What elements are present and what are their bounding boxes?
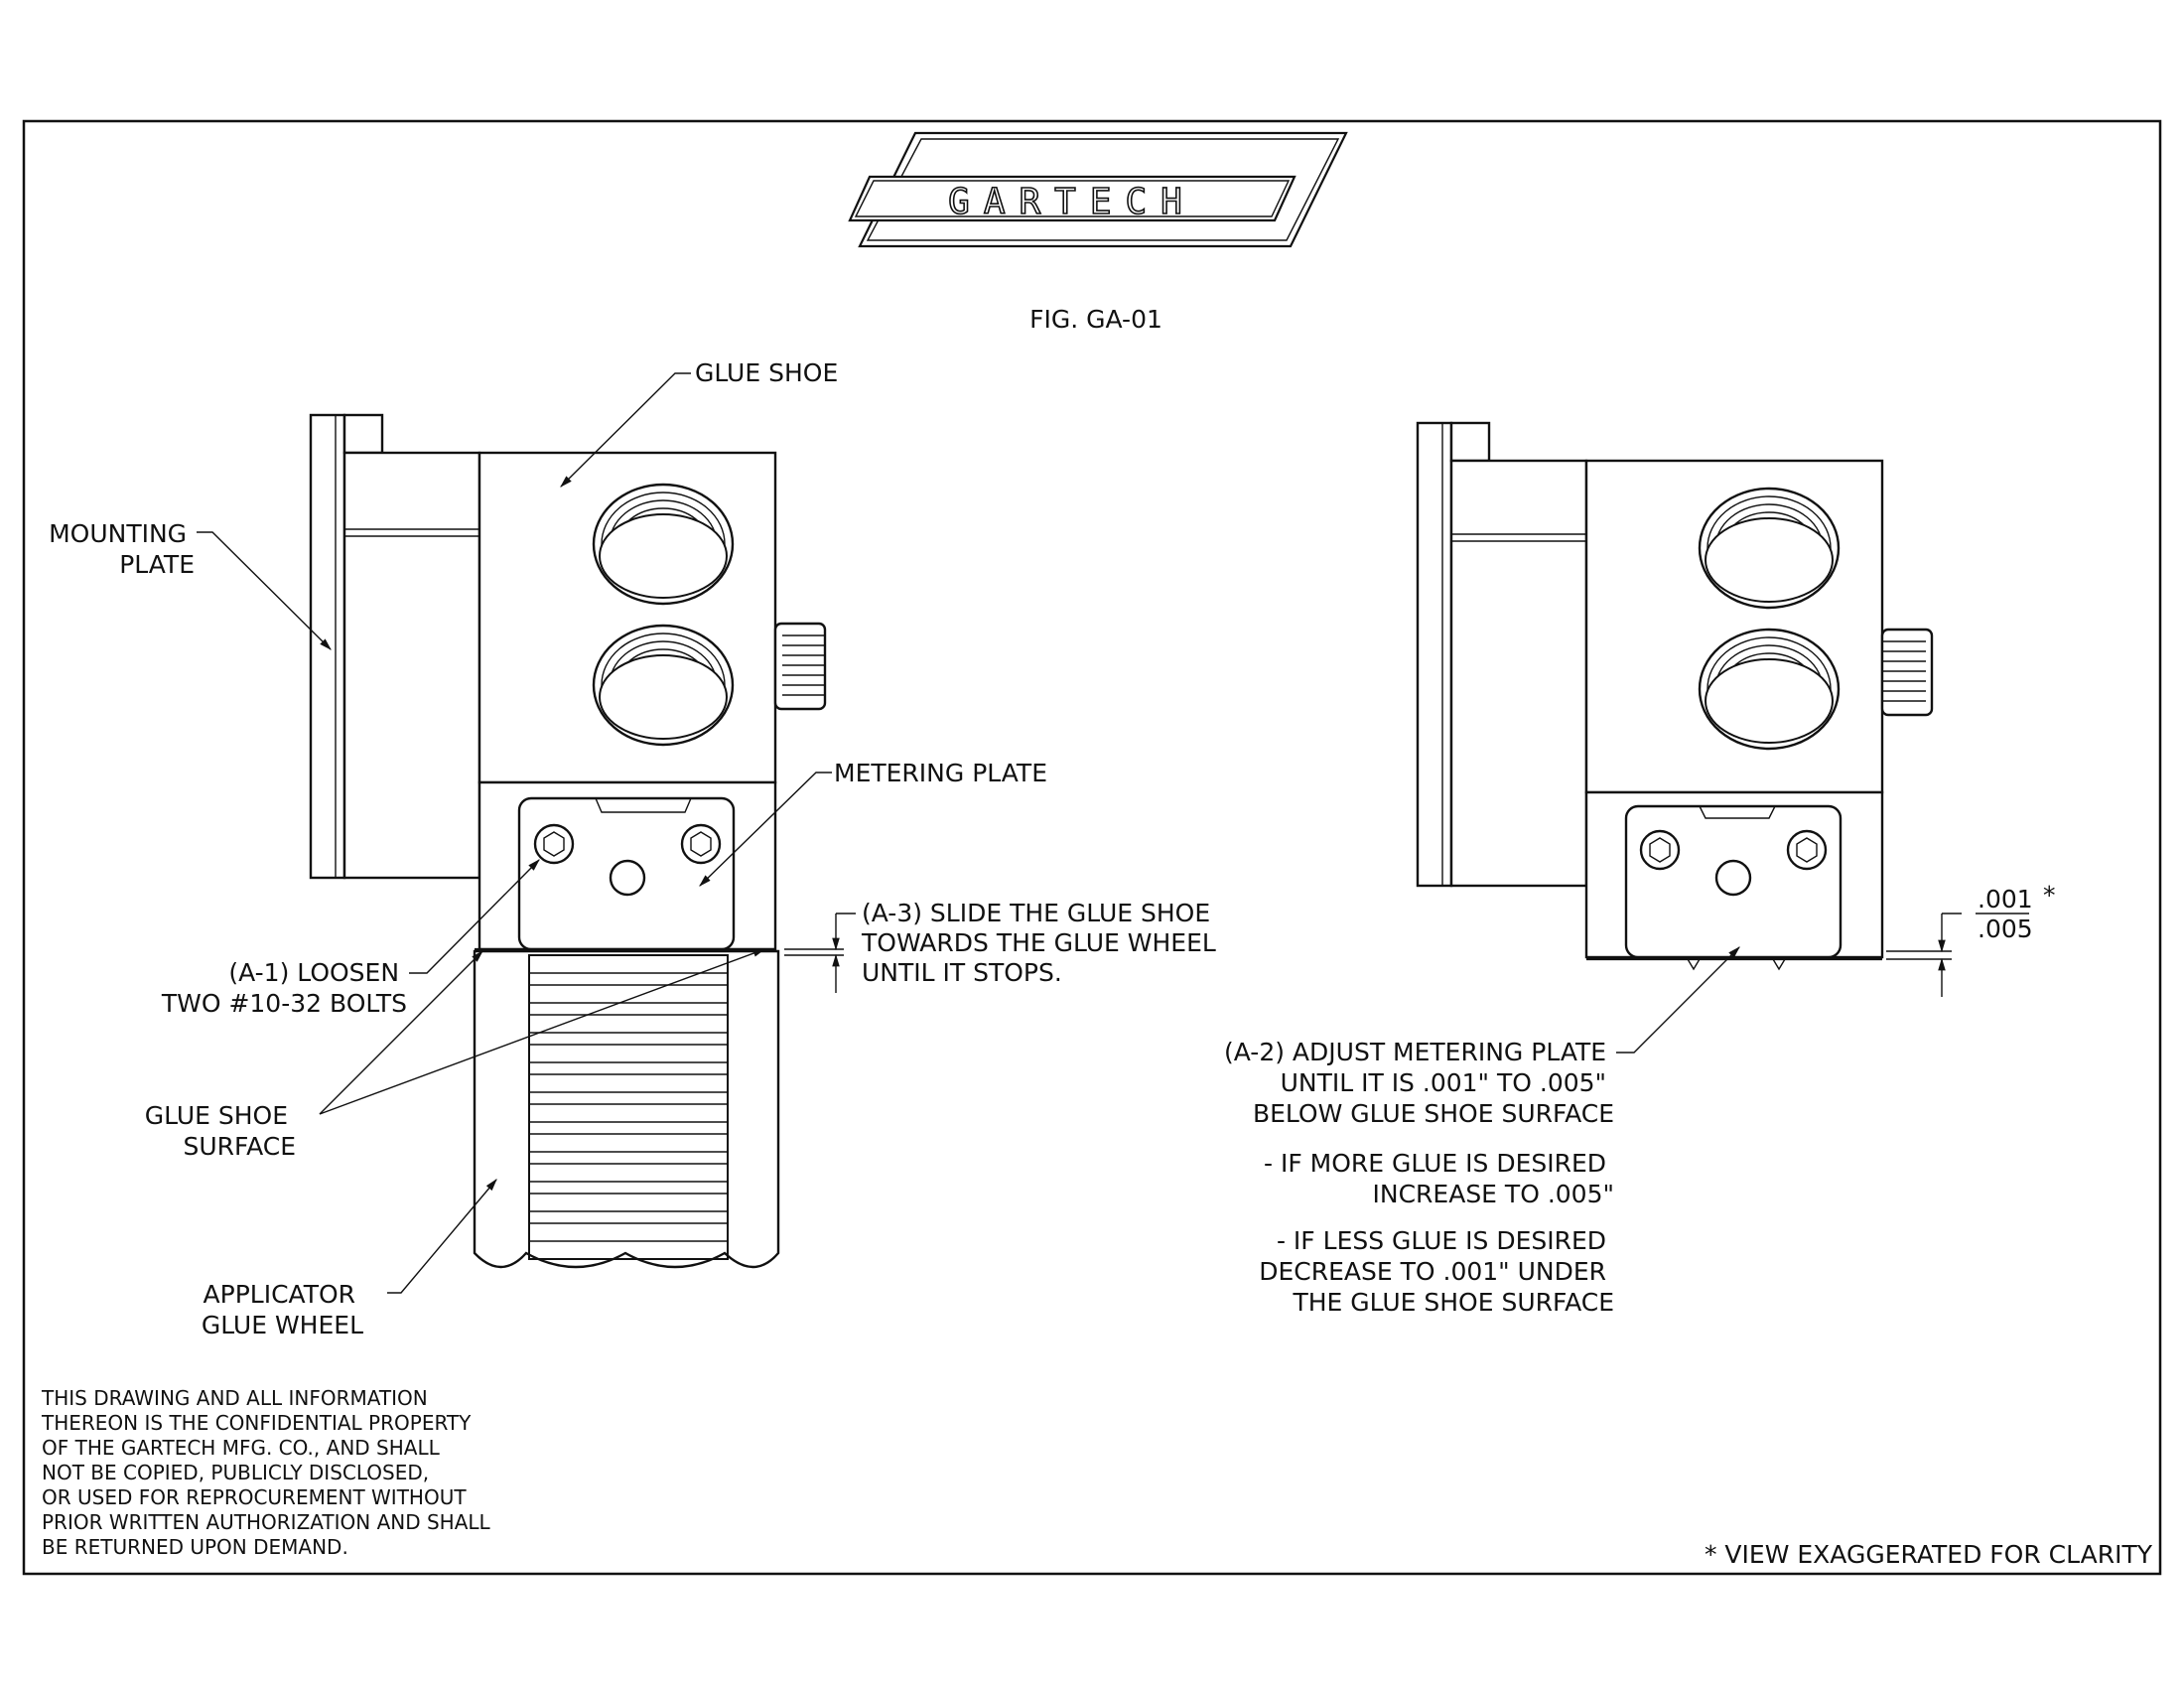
label-a3-2: TOWARDS THE GLUE WHEEL <box>861 928 1216 957</box>
label-more-glue: - IF MORE GLUE IS DESIRED INCREASE TO .0… <box>1264 1149 1614 1208</box>
label-less-glue-2: DECREASE TO .001" UNDER <box>1259 1257 1606 1286</box>
confidential-line-1: THIS DRAWING AND ALL INFORMATION <box>41 1386 428 1410</box>
confidential-line-7: BE RETURNED UPON DEMAND. <box>42 1535 348 1559</box>
dim-star: * <box>2043 881 2056 910</box>
label-mounting-plate-2: PLATE <box>119 550 195 579</box>
label-a2-1: (A-2) ADJUST METERING PLATE <box>1224 1038 1606 1066</box>
confidential-notice: THIS DRAWING AND ALL INFORMATION THEREON… <box>41 1386 496 1559</box>
applicator-glue-wheel <box>473 949 780 1269</box>
gartech-logo: GARTECH <box>848 131 1348 248</box>
right-assembly-view <box>1416 421 2029 997</box>
label-a1: (A-1) LOOSEN TWO #10-32 BOLTS <box>161 958 407 1018</box>
figure-title: FIG. GA-01 <box>1029 305 1162 334</box>
label-metering-plate: METERING PLATE <box>834 759 1047 787</box>
label-a3: (A-3) SLIDE THE GLUE SHOE TOWARDS THE GL… <box>861 899 1224 987</box>
dim-value-top: .001 <box>1978 885 2033 914</box>
label-less-glue-3: THE GLUE SHOE SURFACE <box>1292 1288 1614 1317</box>
adjust-knob <box>773 622 827 711</box>
label-applicator-2: GLUE WHEEL <box>202 1311 363 1339</box>
label-more-glue-1: - IF MORE GLUE IS DESIRED <box>1264 1149 1606 1178</box>
left-leaders <box>197 372 832 1294</box>
right-leader <box>1616 946 1740 1054</box>
metering-plate-right <box>1624 804 1843 959</box>
label-a2: (A-2) ADJUST METERING PLATE UNTIL IT IS … <box>1224 1038 1614 1128</box>
label-less-glue-1: - IF LESS GLUE IS DESIRED <box>1277 1226 1606 1255</box>
label-a1-1: (A-1) LOOSEN <box>228 958 399 987</box>
mounting-tab <box>342 413 384 455</box>
dim-value-bottom: .005 <box>1978 914 2033 943</box>
label-glue-shoe-surface-2: SURFACE <box>183 1132 296 1161</box>
label-applicator: APPLICATOR GLUE WHEEL <box>202 1280 363 1339</box>
label-a3-3: UNTIL IT STOPS. <box>862 958 1062 987</box>
label-less-glue: - IF LESS GLUE IS DESIRED DECREASE TO .0… <box>1259 1226 1614 1317</box>
threaded-port-lower <box>592 624 735 747</box>
label-a2-2: UNTIL IT IS .001" TO .005" <box>1281 1068 1606 1097</box>
label-glue-shoe-surface: GLUE SHOE SURFACE <box>145 1101 296 1161</box>
threaded-port-upper <box>592 483 735 606</box>
footnote: * VIEW EXAGGERATED FOR CLARITY <box>1705 1540 2153 1569</box>
label-a2-3: BELOW GLUE SHOE SURFACE <box>1253 1099 1614 1128</box>
confidential-line-6: PRIOR WRITTEN AUTHORIZATION AND SHALL <box>42 1510 491 1534</box>
label-more-glue-2: INCREASE TO .005" <box>1373 1180 1614 1208</box>
confidential-line-5: OR USED FOR REPROCUREMENT WITHOUT <box>42 1485 467 1509</box>
label-mounting-plate-1: MOUNTING <box>49 519 187 548</box>
spacer-block <box>342 451 481 880</box>
label-a3-1: (A-3) SLIDE THE GLUE SHOE <box>862 899 1210 927</box>
label-mounting-plate: MOUNTING PLATE <box>49 519 195 579</box>
confidential-line-3: OF THE GARTECH MFG. CO., AND SHALL <box>42 1436 441 1460</box>
left-assembly-view <box>309 413 856 1269</box>
drawing-border <box>22 119 2162 1576</box>
confidential-line-4: NOT BE COPIED, PUBLICLY DISCLOSED, <box>42 1461 429 1484</box>
logo-text: GARTECH <box>948 182 1196 222</box>
confidential-line-2: THEREON IS THE CONFIDENTIAL PROPERTY <box>41 1411 472 1435</box>
metering-plate <box>517 796 736 951</box>
label-applicator-1: APPLICATOR <box>204 1280 356 1309</box>
label-glue-shoe-surface-1: GLUE SHOE <box>145 1101 288 1130</box>
label-a1-2: TWO #10-32 BOLTS <box>161 989 407 1018</box>
label-glue-shoe: GLUE SHOE <box>695 358 838 387</box>
